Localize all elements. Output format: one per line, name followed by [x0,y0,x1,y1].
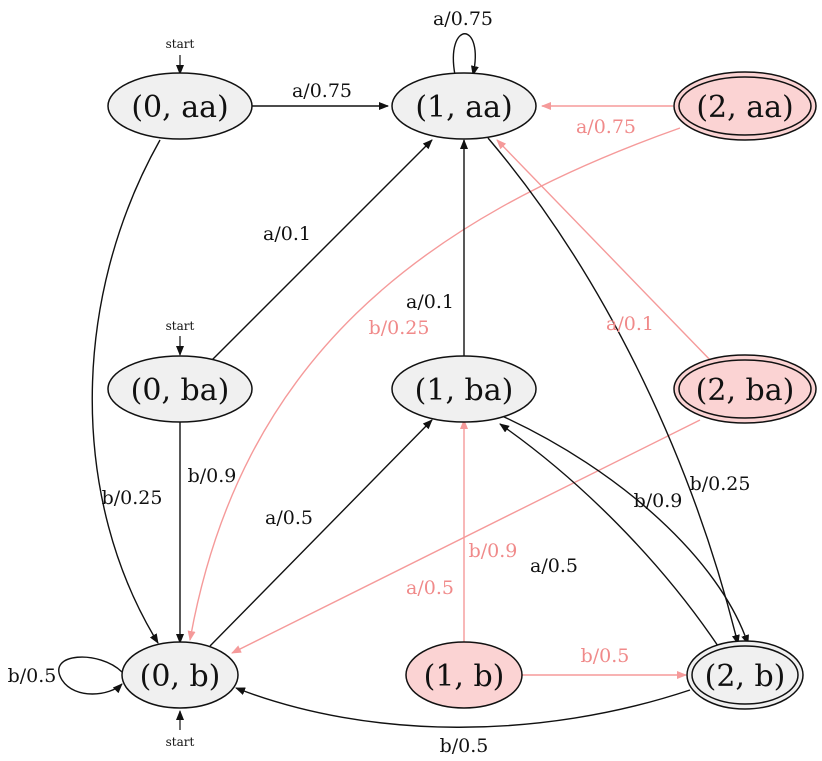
edge-label-2aa-1aa: a/0.75 [576,116,636,138]
edge-2aa-to-0b [187,127,681,641]
edge-1ba-to-2b [501,415,749,645]
node-0-b: (0, b) [121,641,239,709]
start-label-0aa: start [166,37,195,51]
node-1-b: (1, b) [405,641,523,709]
edge-label-2ba-1aa: a/0.1 [606,313,654,335]
edge-label-loop-0b: b/0.5 [8,665,57,687]
edge-2b-to-1ba [499,423,719,647]
node-label: (1, b) [424,659,505,694]
edge-label-2b-0b: b/0.5 [440,735,489,757]
node-0-aa: (0, aa) [107,72,253,140]
edge-loop-1aa [452,33,479,76]
start-label-0b: start [166,735,195,749]
edge-label-1b-1ba: b/0.9 [469,540,518,562]
edge-loop-0b [58,656,123,695]
node-label: (2, b) [705,659,786,694]
edge-2ba-to-0b [231,419,701,654]
edge-label-0ba-1aa: a/0.1 [263,223,311,245]
node-0-ba: (0, ba) [107,355,253,423]
edge-0ba-to-1aa [207,139,433,365]
edge-2ba-to-1aa [496,139,715,365]
node-label: (1, ba) [415,373,514,408]
edge-label-0aa-0b: b/0.25 [102,487,163,509]
node-label: (0, aa) [131,90,228,125]
edge-label-0aa-1aa: a/0.75 [292,80,352,102]
node-label: (0, b) [140,659,221,694]
edge-label-loop-1aa: a/0.75 [433,8,493,30]
edge-label-1b-2b: b/0.5 [581,645,630,667]
node-1-aa: (1, aa) [391,72,537,140]
node-2-b: (2, b) [686,640,804,710]
node-2-ba: (2, ba) [673,354,817,424]
edge-label-0b-1ba: a/0.5 [265,507,313,529]
edge-label-2ba-0b: a/0.5 [406,577,454,599]
node-label: (2, aa) [696,90,793,125]
node-label: (2, ba) [696,373,795,408]
edge-1aa-to-2b [487,137,740,645]
node-1-ba: (1, ba) [391,355,537,423]
edge-0b-to-1ba [209,419,433,647]
node-label: (0, ba) [131,373,230,408]
node-2-aa: (2, aa) [673,71,817,141]
node-label: (1, aa) [415,90,512,125]
edge-label-1aa-2b: b/0.25 [690,473,751,495]
edge-0aa-to-0b [91,139,161,644]
edge-label-2aa-0b: b/0.25 [369,317,430,339]
edge-label-0ba-0b: b/0.9 [188,465,237,487]
edge-label-2b-1ba: a/0.5 [530,555,578,577]
edge-label-1ba-2b: b/0.9 [634,490,683,512]
edge-2b-to-0b [235,687,691,728]
start-label-0ba: start [166,319,195,333]
edge-label-1ba-1aa: a/0.1 [406,291,454,313]
